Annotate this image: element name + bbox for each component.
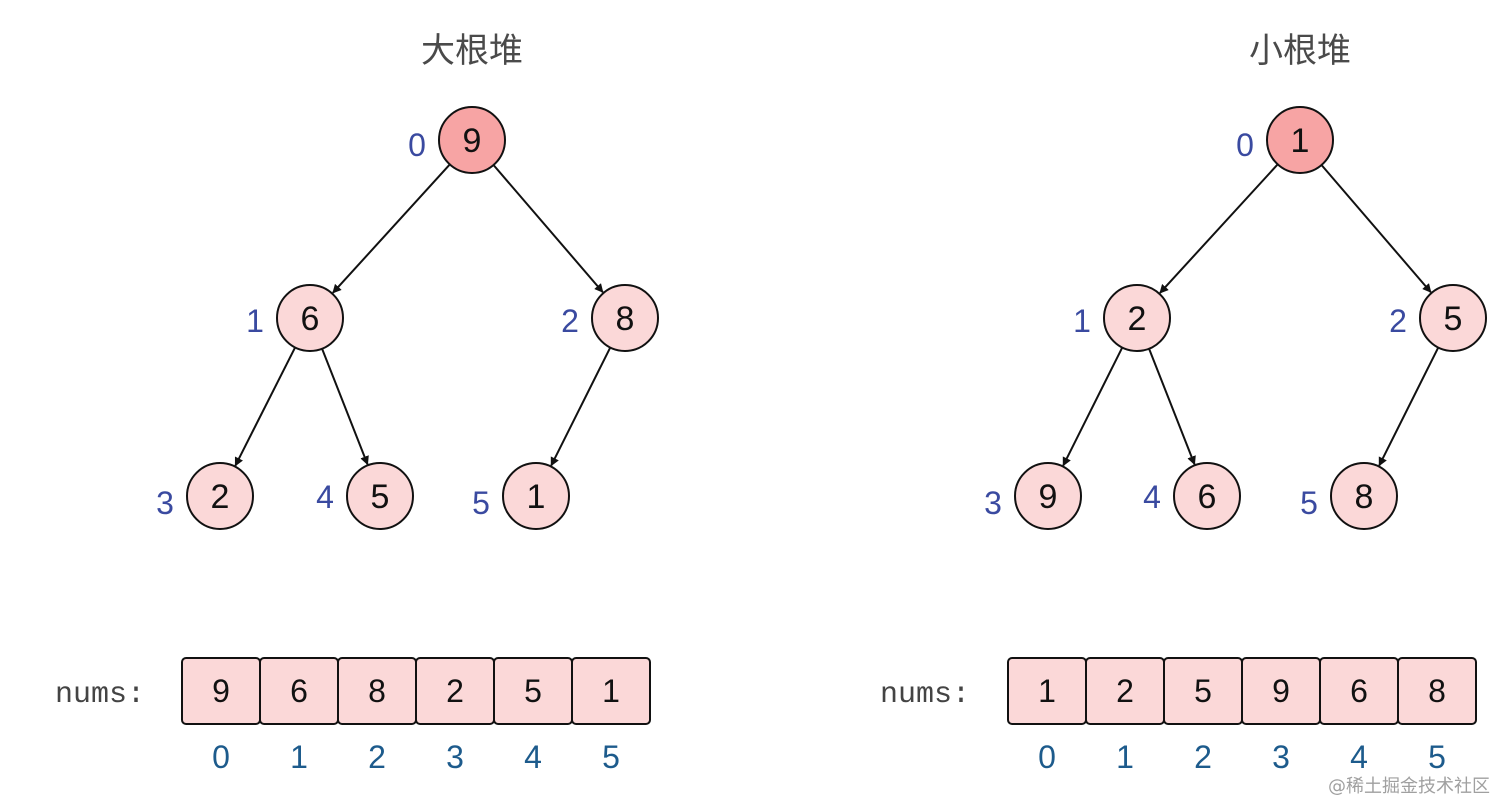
array-label: nums: [880, 678, 970, 712]
tree-edge [234, 346, 297, 467]
array-cell [571, 657, 651, 725]
array-cell-value: 2 [446, 673, 464, 709]
tree-node [1103, 284, 1171, 352]
array-cell-value: 6 [290, 673, 308, 709]
array-cell-value: 2 [1116, 673, 1134, 709]
array-cell [1397, 657, 1477, 725]
tree-edge [1378, 347, 1440, 467]
node-index: 0 [1236, 127, 1254, 163]
tree-edge [321, 348, 369, 466]
tree-node [1330, 462, 1398, 530]
root-node [1266, 106, 1334, 174]
node-value: 1 [1291, 122, 1310, 160]
array-index: 0 [1038, 739, 1056, 775]
node-index: 2 [1389, 303, 1407, 339]
tree-node [1419, 284, 1487, 352]
node-value: 2 [1128, 300, 1147, 338]
array-cell-value: 5 [1194, 673, 1212, 709]
array-index: 2 [368, 739, 386, 775]
tree-edge [332, 163, 451, 294]
tree-edge [492, 164, 604, 293]
array-cell-value: 1 [602, 673, 620, 709]
node-index: 2 [561, 303, 579, 339]
tree-edge [1159, 163, 1279, 294]
array-cell-value: 8 [368, 673, 386, 709]
node-value: 2 [211, 478, 230, 516]
tree-node [186, 462, 254, 530]
node-value: 5 [371, 478, 390, 516]
tree-node [276, 284, 344, 352]
node-value: 9 [1039, 478, 1058, 516]
array-cell-value: 9 [1272, 673, 1290, 709]
array-label: nums: [55, 678, 145, 712]
node-value: 6 [1198, 478, 1217, 516]
array-index: 2 [1194, 739, 1212, 775]
array-index: 5 [602, 739, 620, 775]
tree-node [346, 462, 414, 530]
tree-edge [550, 347, 612, 467]
node-index: 5 [1300, 485, 1318, 521]
array-index: 1 [290, 739, 308, 775]
tree-edge [1320, 164, 1432, 293]
node-index: 3 [984, 485, 1002, 521]
array-index: 4 [524, 739, 542, 775]
node-index: 4 [1143, 479, 1161, 515]
array-cell-value: 9 [212, 673, 230, 709]
tree-node [591, 284, 659, 352]
watermark: @稀土掘金技术社区 [1328, 776, 1490, 797]
heap-title: 小根堆 [1249, 31, 1351, 71]
tree-edge [1062, 347, 1124, 467]
node-index: 1 [246, 303, 264, 339]
node-index: 1 [1073, 303, 1091, 339]
root-node [438, 106, 506, 174]
node-index: 3 [156, 485, 174, 521]
node-value: 8 [616, 300, 635, 338]
heap-panel-1: 小根堆 1 0 2 1 5 2 9 3 6 4 8 5 nums: 1 0 2 1 5 2 9 3 6 4 8 5 [880, 31, 1487, 775]
heap-title: 大根堆 [421, 31, 523, 71]
node-index: 0 [408, 127, 426, 163]
array-cell-value: 5 [524, 673, 542, 709]
heap-panel-0: 大根堆 9 0 6 1 8 2 2 3 5 4 1 5 nums: 9 0 6 1 8 2 2 3 5 4 1 5 [55, 31, 659, 775]
array-index: 1 [1116, 739, 1134, 775]
array-cell-value: 8 [1428, 673, 1446, 709]
array-index: 0 [212, 739, 230, 775]
node-value: 5 [1444, 300, 1463, 338]
tree-edge [1148, 348, 1196, 466]
array-index: 5 [1428, 739, 1446, 775]
node-value: 9 [463, 122, 482, 160]
node-value: 8 [1355, 478, 1374, 516]
tree-node [1173, 462, 1241, 530]
array-cell-value: 1 [1038, 673, 1056, 709]
node-value: 1 [527, 478, 546, 516]
array-index: 3 [446, 739, 464, 775]
array-index: 4 [1350, 739, 1368, 775]
tree-node [1014, 462, 1082, 530]
node-index: 5 [472, 485, 490, 521]
array-index: 3 [1272, 739, 1290, 775]
array-cell-value: 6 [1350, 673, 1368, 709]
tree-node [502, 462, 570, 530]
node-value: 6 [301, 300, 320, 338]
node-index: 4 [316, 479, 334, 515]
